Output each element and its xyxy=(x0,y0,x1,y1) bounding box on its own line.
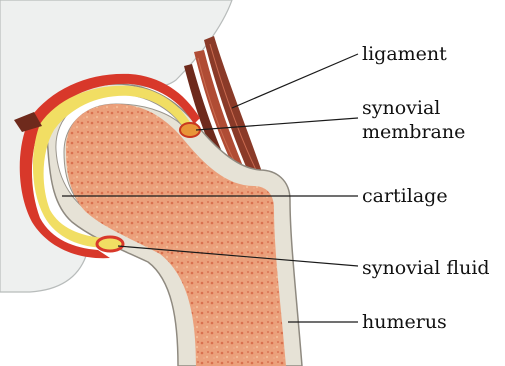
label-cartilage: cartilage xyxy=(362,185,448,207)
label-humerus: humerus xyxy=(362,311,447,333)
label-synovial-fluid: synovial fluid xyxy=(362,257,490,279)
label-ligament: ligament xyxy=(362,43,447,65)
synovial-fluid-lower-pad xyxy=(97,237,123,251)
leader-ligament xyxy=(232,54,358,108)
label-synovial-membrane-line1: synovial xyxy=(362,97,440,119)
label-synovial-membrane-line2: membrane xyxy=(362,121,465,143)
